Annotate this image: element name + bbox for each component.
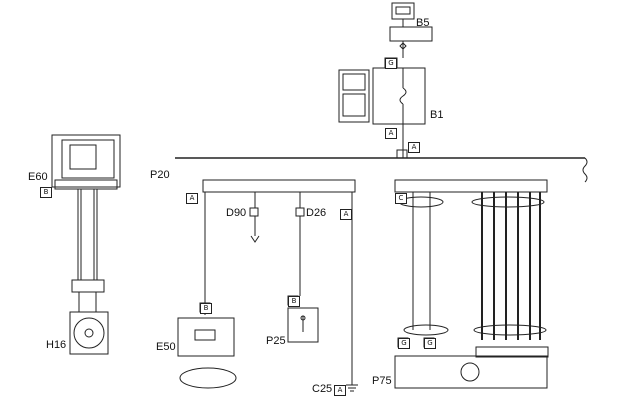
p20-connector bbox=[202, 179, 356, 193]
e50-unit bbox=[177, 317, 235, 357]
p25-tag: B bbox=[288, 296, 300, 307]
p75-unit bbox=[394, 355, 548, 389]
e60-unit bbox=[51, 134, 121, 188]
b1-feed-tag: A bbox=[408, 142, 420, 153]
h16-unit bbox=[69, 311, 109, 355]
b5-fusebox bbox=[389, 26, 433, 42]
p25-unit bbox=[287, 307, 319, 343]
p75-left-tag: G bbox=[398, 338, 410, 349]
c25-label: C25 bbox=[312, 383, 333, 395]
p75-mid-tag: G bbox=[424, 338, 436, 349]
b5-label: B5 bbox=[416, 17, 430, 29]
p75-label: P75 bbox=[372, 375, 392, 387]
b1-top-tag: G bbox=[385, 58, 397, 69]
p20-right-tag: C bbox=[395, 193, 407, 204]
d26-tag: A bbox=[340, 209, 352, 220]
e60-label: E60 bbox=[28, 171, 48, 183]
b1-module-icon bbox=[338, 69, 370, 123]
p20-label: P20 bbox=[150, 169, 170, 181]
c25-tag: A bbox=[334, 385, 346, 396]
battery-symbol bbox=[391, 2, 415, 20]
p25-label: P25 bbox=[266, 335, 286, 347]
d90-label: D90 bbox=[226, 207, 247, 219]
b1-bottom-tag: A bbox=[385, 128, 397, 139]
d26-label: D26 bbox=[306, 207, 327, 219]
e50-tag: B bbox=[200, 303, 212, 314]
b1-label: B1 bbox=[430, 109, 444, 121]
h16-label: H16 bbox=[46, 339, 67, 351]
p20-left-tag: A bbox=[186, 193, 198, 204]
b1-box bbox=[372, 67, 426, 125]
e60-tag: B bbox=[40, 187, 52, 198]
p75-connector bbox=[394, 179, 548, 193]
e50-gauge-icon bbox=[179, 367, 237, 389]
e50-label: E50 bbox=[156, 341, 176, 353]
